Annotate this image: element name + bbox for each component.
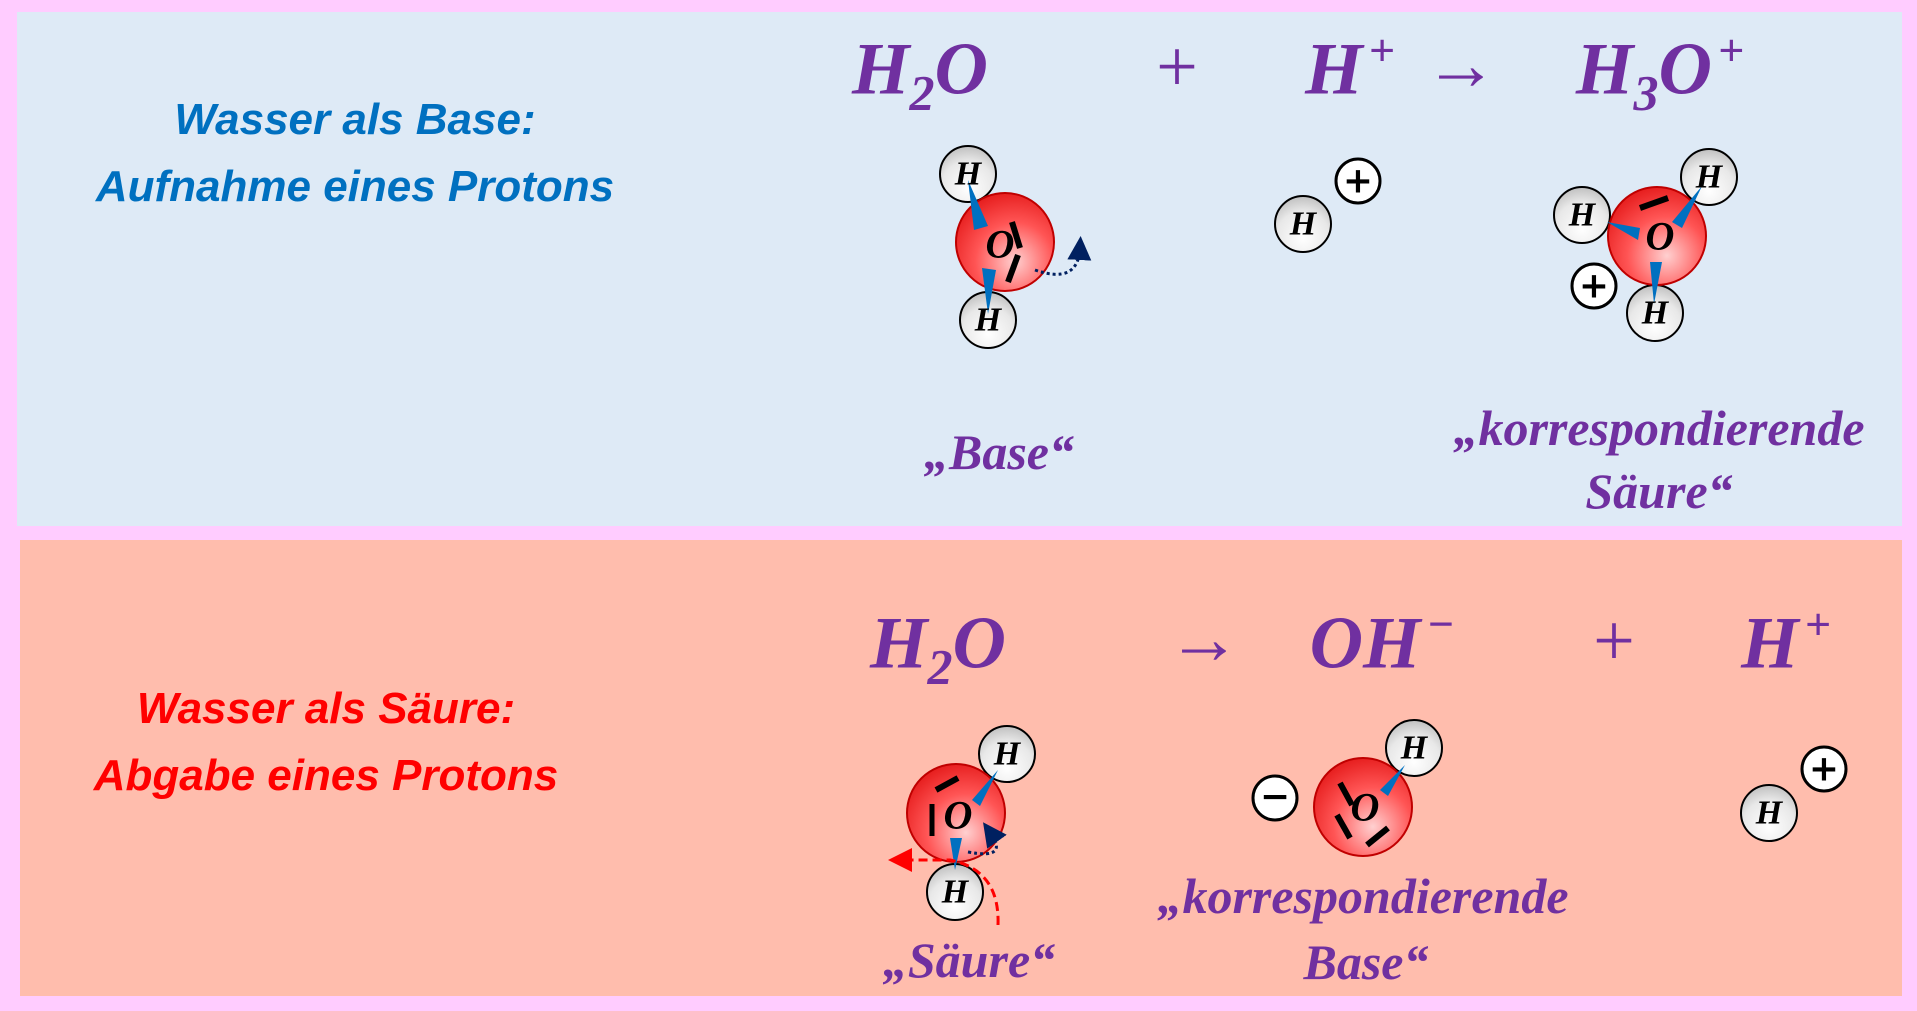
label-acid: „Säure“ [882, 932, 1056, 988]
plus-sign: + [1593, 600, 1635, 683]
water-molecule [888, 725, 1036, 926]
svg-text:O: O [1646, 214, 1675, 259]
bond-wedge [968, 180, 988, 230]
svg-text:+: + [1343, 161, 1373, 202]
svg-text:−: − [1260, 777, 1290, 818]
formula-h3o-plus: H3O+ [1575, 24, 1745, 121]
reaction-arrow: → [1167, 598, 1241, 681]
proton [1740, 745, 1848, 842]
hydrogen-atom [1553, 186, 1611, 244]
base-title-line1: Wasser als Base: [174, 95, 536, 144]
svg-text:H: H [1400, 730, 1429, 767]
hydronium-molecule [1553, 148, 1738, 342]
label-corr-base-line1: „korrespondierende [1157, 868, 1569, 924]
water-molecule [939, 145, 1092, 349]
svg-text:H: H [974, 302, 1003, 339]
svg-text:H: H [1289, 206, 1318, 243]
lone-pair [1009, 221, 1023, 249]
svg-text:H: H [1695, 159, 1724, 196]
reaction-arrow: → [1424, 24, 1498, 107]
hydrogen-atom [1385, 719, 1443, 777]
label-corr-acid-line2: Säure“ [1585, 463, 1733, 519]
svg-text:O: O [986, 222, 1015, 267]
lone-pair [934, 775, 960, 793]
base-title-line2: Aufnahme eines Protons [95, 162, 615, 211]
svg-text:H: H [941, 874, 970, 911]
bond-wedge [982, 268, 996, 314]
minus-charge-icon [1251, 774, 1299, 822]
svg-text:+: + [1579, 266, 1609, 307]
plus-charge-icon [1570, 262, 1618, 310]
hydrogen-atom [939, 145, 997, 203]
svg-text:H: H [993, 736, 1022, 773]
hydroxide-molecule [1251, 719, 1443, 857]
label-base: „Base“ [924, 424, 1074, 480]
formula-proton: H+ [1305, 24, 1395, 111]
svg-text:H: H [954, 156, 983, 193]
svg-text:H: H [1568, 197, 1597, 234]
formula-h2o: H2O [869, 602, 1007, 695]
svg-text:+: + [1809, 749, 1839, 790]
plus-sign: + [1156, 26, 1198, 109]
formula-hydroxide: OH− [1309, 598, 1455, 685]
label-corr-acid-line1: „korrespondierende [1453, 400, 1865, 456]
svg-text:H: H [1755, 795, 1784, 832]
formula-proton: H+ [1741, 598, 1831, 685]
acid-title-line2: Abgabe eines Protons [93, 751, 559, 800]
dotted-arrow-icon [1034, 236, 1092, 276]
svg-text:O: O [1351, 785, 1380, 830]
lone-pair [1005, 253, 1021, 284]
svg-text:O: O [944, 793, 973, 838]
formula-h2o: H2O [851, 28, 989, 121]
lone-pair [1638, 195, 1670, 211]
red-dashed-arrow-icon [888, 848, 1000, 926]
plus-charge-icon [1334, 157, 1382, 205]
acid-title-line1: Wasser als Säure: [136, 684, 516, 733]
hydrogen-atom [1680, 148, 1738, 206]
hydrogen-atom [1274, 195, 1332, 253]
svg-text:H: H [1641, 295, 1670, 332]
plus-charge-icon [1800, 745, 1848, 793]
hydrogen-atom [1740, 784, 1798, 842]
dotted-arrow-icon [967, 822, 1007, 856]
proton [1274, 157, 1382, 253]
label-corr-base-line2: Base“ [1303, 934, 1429, 990]
hydrogen-atom [978, 725, 1036, 783]
